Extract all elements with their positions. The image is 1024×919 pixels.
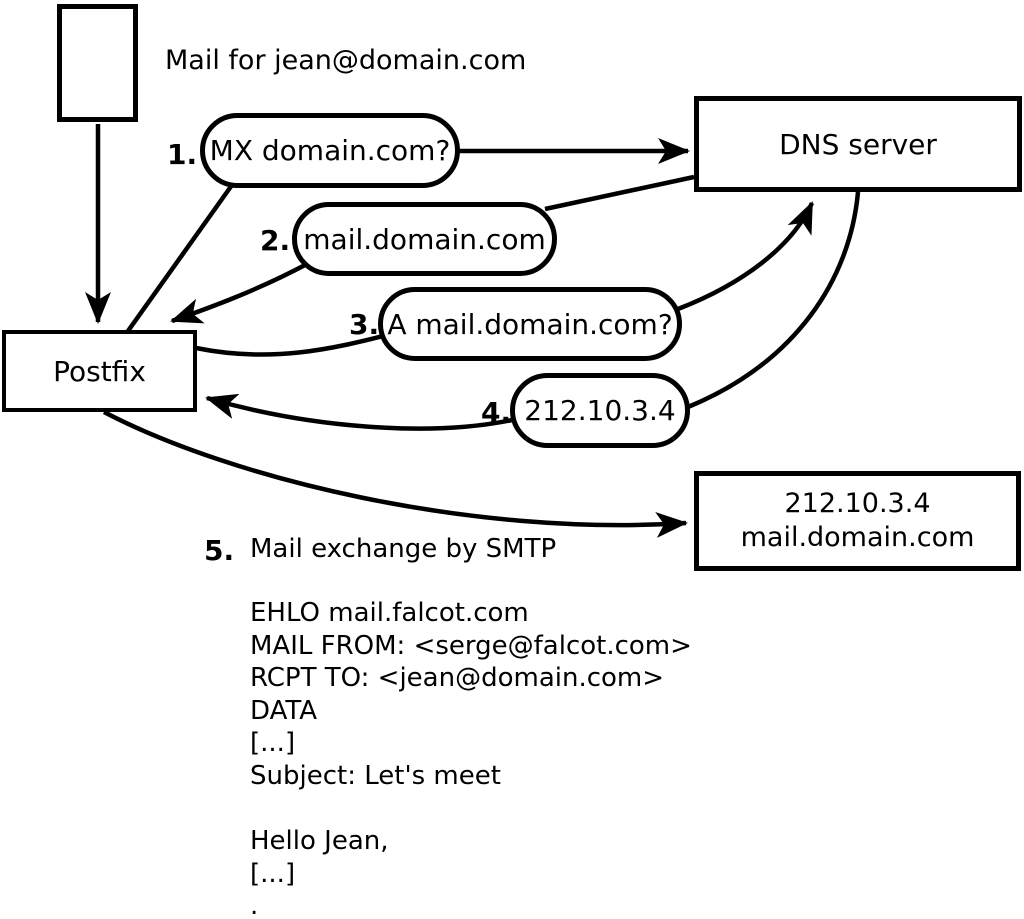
step5-label: Mail exchange by SMTP bbox=[250, 534, 557, 564]
step4-label: 212.10.3.4 bbox=[524, 394, 676, 427]
smtp-blank-line bbox=[250, 794, 692, 827]
smtp-line: [...] bbox=[250, 858, 296, 889]
postfix-label: Postfix bbox=[53, 354, 146, 388]
step1-number: 1. bbox=[167, 138, 198, 171]
smtp-line: [...] bbox=[250, 728, 296, 759]
smtp-end-dot: . bbox=[250, 891, 259, 919]
connector-postfix-to-step3 bbox=[195, 330, 396, 357]
smtp-line: DATA bbox=[250, 695, 317, 726]
mail-server-ip: 212.10.3.4 bbox=[784, 488, 931, 519]
step2-number: 2. bbox=[260, 224, 291, 257]
smtp-line: MAIL FROM: <serge@falcot.com> bbox=[250, 630, 692, 661]
mail-server-hostname: mail.domain.com bbox=[740, 522, 975, 553]
arrow-step2-to-postfix bbox=[170, 262, 309, 324]
smtp-line: RCPT TO: <jean@domain.com> bbox=[250, 663, 665, 694]
smtp-line: EHLO mail.falcot.com bbox=[250, 598, 529, 628]
step1-query-pill: MX domain.com? bbox=[200, 113, 460, 188]
mail-server-box: 212.10.3.4 mail.domain.com bbox=[694, 471, 1021, 571]
step2-response-pill: mail.domain.com bbox=[292, 202, 557, 276]
step5-number: 5. bbox=[204, 534, 235, 567]
step3-number: 3. bbox=[349, 308, 380, 341]
smtp-line: Hello Jean, bbox=[250, 826, 389, 857]
caption-mail-for: Mail for jean@domain.com bbox=[165, 45, 527, 76]
connector-dns-to-step2 bbox=[544, 174, 695, 212]
arrow-step3-to-dns bbox=[677, 201, 815, 312]
step1-label: MX domain.com? bbox=[209, 134, 451, 167]
step2-label: mail.domain.com bbox=[303, 222, 546, 256]
postfix-box: Postfix bbox=[2, 330, 197, 412]
smtp-line: Subject: Let's meet bbox=[250, 760, 501, 791]
step3-label: A mail.domain.com? bbox=[387, 307, 673, 341]
smtp-session-block: EHLO mail.falcot.com MAIL FROM: <serge@f… bbox=[250, 598, 692, 919]
dns-server-box: DNS server bbox=[694, 96, 1022, 192]
connector-dns-to-step4 bbox=[687, 191, 861, 410]
step3-query-pill: A mail.domain.com? bbox=[378, 287, 682, 361]
sender-message-box bbox=[57, 4, 138, 122]
arrow-postfix-to-mailserver bbox=[102, 410, 688, 538]
step4-number: 4. bbox=[481, 396, 512, 429]
arrow-step4-to-postfix bbox=[205, 393, 513, 431]
dns-server-label: DNS server bbox=[779, 127, 937, 161]
step4-response-pill: 212.10.3.4 bbox=[510, 373, 690, 448]
connector-postfix-to-step1 bbox=[126, 183, 234, 333]
